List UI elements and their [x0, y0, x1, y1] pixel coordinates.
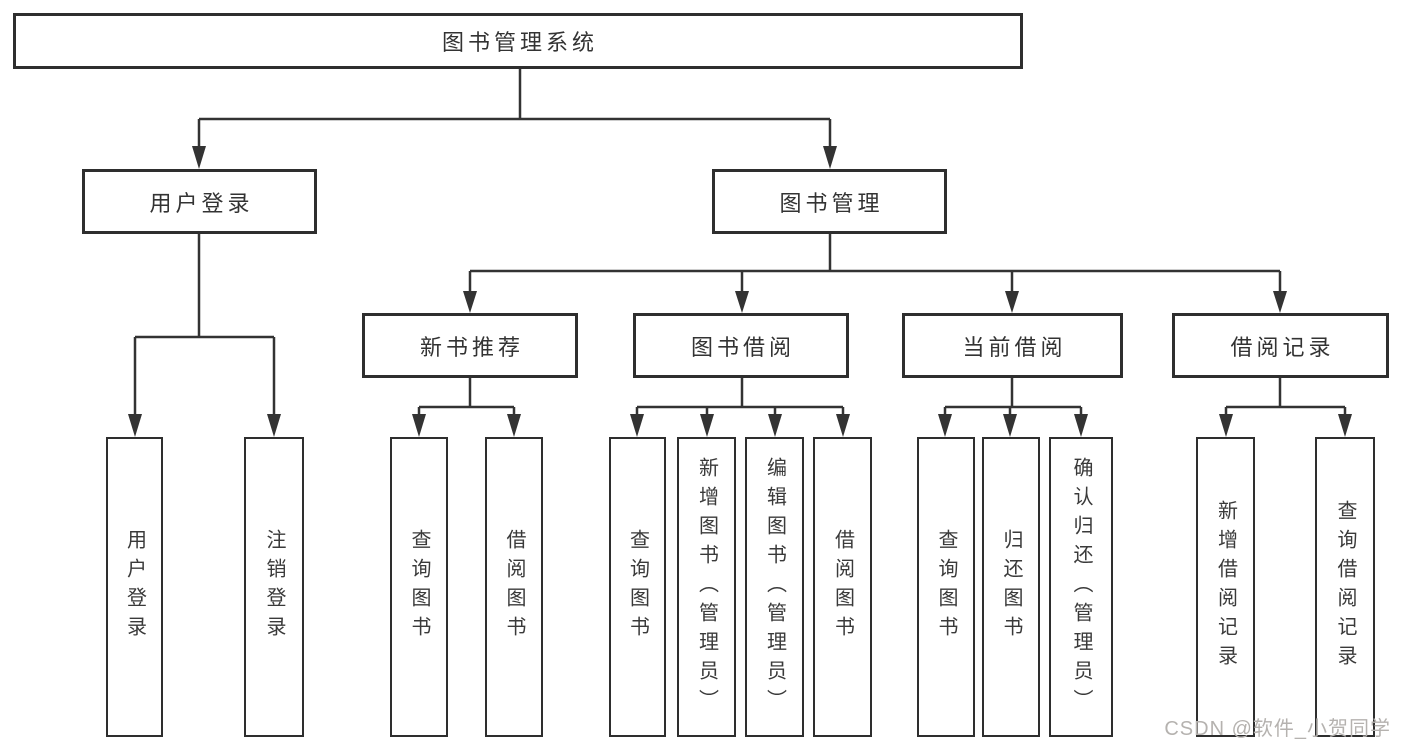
node-book-borrowing-label: 图书借阅: [690, 334, 795, 360]
leaf-borrow-books-recommend-label: 借阅图书: [503, 529, 525, 645]
node-current-borrowing: 当前借阅: [902, 313, 1123, 378]
leaf-query-books-borrowing: 查询图书: [609, 437, 666, 737]
leaf-query-books-recommend-label: 查询图书: [408, 529, 430, 645]
node-borrowing-records: 借阅记录: [1172, 313, 1389, 378]
leaf-query-borrow-record-label: 查询借阅记录: [1334, 500, 1356, 674]
tree-edges: [133, 68, 1347, 418]
leaf-add-borrow-record: 新增借阅记录: [1196, 437, 1255, 737]
leaf-query-books-current: 查询图书: [917, 437, 975, 737]
leaf-borrow-books-recommend: 借阅图书: [485, 437, 543, 737]
node-book-management-label: 图书管理: [779, 190, 884, 216]
node-root-system: 图书管理系统: [13, 13, 1023, 69]
leaf-logout-login-label: 注销登录: [263, 529, 285, 645]
leaf-query-books-borrowing-label: 查询图书: [626, 529, 649, 645]
node-user-login: 用户登录: [82, 169, 317, 234]
leaf-edit-books-admin: 编辑图书（管理员）: [745, 437, 804, 737]
node-root-label: 图书管理系统: [441, 30, 598, 55]
leaf-borrow-books-label: 借阅图书: [831, 529, 854, 645]
node-user-login-label: 用户登录: [149, 190, 254, 216]
leaf-add-books-admin-label: 新增图书（管理员）: [695, 456, 718, 718]
arrowheads: [128, 146, 1352, 437]
leaf-confirm-return-admin: 确认归还（管理员）: [1049, 437, 1113, 737]
leaf-return-books: 归还图书: [982, 437, 1040, 737]
leaf-return-books-label: 归还图书: [1000, 529, 1022, 645]
node-book-management: 图书管理: [712, 169, 947, 234]
leaf-borrow-books: 借阅图书: [813, 437, 872, 737]
node-new-book-recommend-label: 新书推荐: [419, 334, 524, 360]
leaf-add-books-admin: 新增图书（管理员）: [677, 437, 736, 737]
leaf-edit-books-admin-label: 编辑图书（管理员）: [763, 456, 786, 718]
leaf-confirm-return-admin-label: 确认归还（管理员）: [1070, 456, 1092, 718]
node-book-borrowing: 图书借阅: [633, 313, 849, 378]
leaf-query-borrow-record: 查询借阅记录: [1315, 437, 1375, 737]
leaf-add-borrow-record-label: 新增借阅记录: [1214, 500, 1237, 674]
leaf-logout-login: 注销登录: [244, 437, 304, 737]
node-new-book-recommend: 新书推荐: [362, 313, 578, 378]
leaf-query-books-current-label: 查询图书: [935, 529, 957, 645]
node-current-borrowing-label: 当前借阅: [962, 334, 1067, 360]
csdn-watermark: CSDN @软件_小贺同学: [1164, 718, 1391, 740]
node-borrowing-records-label: 借阅记录: [1230, 334, 1335, 360]
leaf-user-login-label: 用户登录: [123, 529, 146, 645]
leaf-query-books-recommend: 查询图书: [390, 437, 448, 737]
leaf-user-login: 用户登录: [106, 437, 163, 737]
